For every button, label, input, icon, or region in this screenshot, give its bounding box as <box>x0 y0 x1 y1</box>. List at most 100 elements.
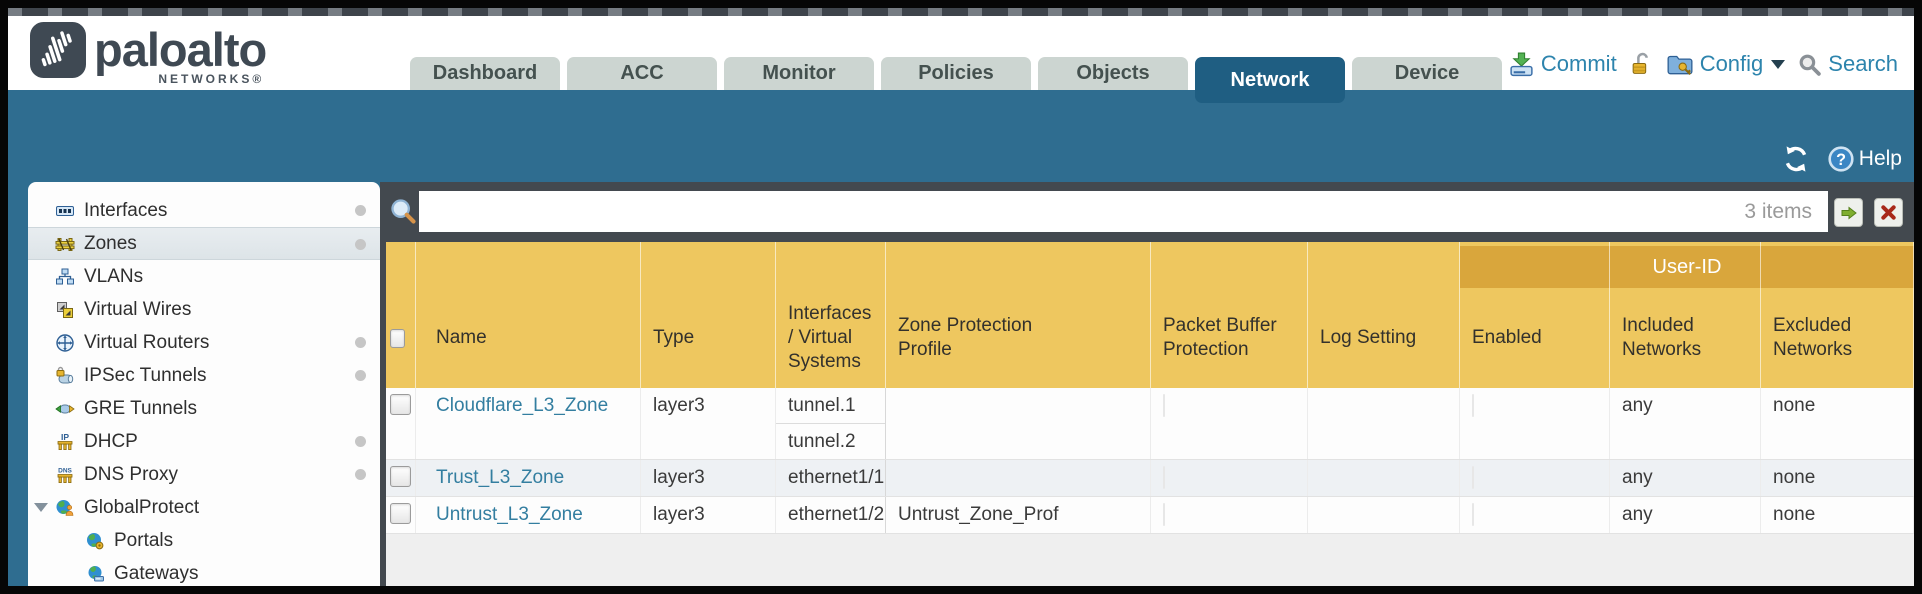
commit-button[interactable]: Commit <box>1508 51 1617 78</box>
column-header-enabled[interactable]: Enabled <box>1460 242 1610 388</box>
row-select-cell <box>386 497 416 533</box>
tab-acc[interactable]: ACC <box>567 57 717 90</box>
interface-item[interactable]: tunnel.1 <box>776 388 885 424</box>
config-label: Config <box>1699 51 1764 76</box>
row-checkbox[interactable] <box>390 503 411 524</box>
sidebar-item-virtual-wires[interactable]: Virtual Wires <box>28 293 380 326</box>
tab-network[interactable]: Network <box>1195 57 1345 103</box>
column-header-included-networks[interactable]: Included Networks <box>1610 242 1761 388</box>
column-header-excluded-networks[interactable]: Excluded Networks <box>1761 242 1914 388</box>
sidebar-item-portals[interactable]: Portals <box>28 524 380 557</box>
zone-name-link[interactable]: Trust_L3_Zone <box>436 467 565 488</box>
user-id-enabled-cell <box>1460 497 1610 533</box>
packet-buffer-checkbox[interactable] <box>1163 466 1165 489</box>
sidebar-item-label: Portals <box>114 529 174 551</box>
sidebar-item-gateways[interactable]: Gateways <box>28 557 380 586</box>
network-sidebar: Interfaces Zones VLANs Virtual Wires Vir… <box>28 182 380 586</box>
user-id-enabled-cell <box>1460 460 1610 496</box>
sidebar-item-label: Interfaces <box>84 199 168 221</box>
config-icon <box>1667 55 1693 75</box>
sidebar-item-label: Virtual Routers <box>84 331 210 353</box>
column-header-interfaces-virtual-systems[interactable]: Interfaces / Virtual Systems <box>776 242 886 388</box>
apply-filter-button[interactable] <box>1834 198 1863 227</box>
unlocked-padlock-icon[interactable] <box>1629 52 1654 77</box>
dhcp-icon: IP <box>55 432 75 452</box>
packet-buffer-checkbox[interactable] <box>1163 503 1165 526</box>
user-id-enabled-checkbox[interactable] <box>1472 394 1474 417</box>
zone-name-link[interactable]: Untrust_L3_Zone <box>436 504 583 525</box>
column-header-packet-buffer-protection[interactable]: Packet Buffer Protection <box>1151 242 1308 388</box>
excluded-networks-cell: none <box>1761 460 1914 496</box>
tab-policies[interactable]: Policies <box>881 57 1031 90</box>
zone-type-cell: layer3 <box>641 497 776 533</box>
search-label: Search <box>1828 51 1898 76</box>
packet-buffer-protection-cell <box>1151 460 1308 496</box>
zone-interfaces-cell: ethernet1/2 <box>776 497 886 533</box>
help-button[interactable]: ? Help <box>1827 145 1902 173</box>
zone-type-cell: layer3 <box>641 388 776 459</box>
sidebar-item-dhcp[interactable]: IP DHCP <box>28 425 380 458</box>
packet-buffer-protection-cell <box>1151 497 1308 533</box>
tab-dashboard[interactable]: Dashboard <box>410 57 560 90</box>
status-dot <box>355 239 366 250</box>
gre-tunnels-icon <box>55 399 75 419</box>
virtual-wires-icon <box>55 300 75 320</box>
zone-protection-profile-cell <box>886 460 1151 496</box>
user-id-enabled-checkbox[interactable] <box>1472 466 1474 489</box>
sidebar-item-vlans[interactable]: VLANs <box>28 260 380 293</box>
config-menu-button[interactable]: Config <box>1666 50 1786 78</box>
virtual-routers-icon <box>55 333 75 353</box>
sidebar-item-gre-tunnels[interactable]: GRE Tunnels <box>28 392 380 425</box>
included-networks-cell: any <box>1610 497 1761 533</box>
filter-bar: 3 items <box>386 182 1914 242</box>
portals-icon <box>85 531 105 551</box>
zones-table-header: User-ID Name Type Interfaces / Virtual S… <box>386 242 1914 388</box>
log-setting-cell <box>1308 460 1460 496</box>
expand-caret-icon[interactable] <box>34 503 48 512</box>
interface-item[interactable]: ethernet1/1 <box>788 467 885 488</box>
row-checkbox[interactable] <box>390 394 411 415</box>
help-label: Help <box>1858 147 1902 170</box>
column-header-name[interactable]: Name <box>416 242 641 388</box>
paloalto-logo-icon <box>30 22 86 78</box>
sidebar-item-dns-proxy[interactable]: DNS DNS Proxy <box>28 458 380 491</box>
select-all-checkbox[interactable] <box>390 328 405 348</box>
included-networks-cell: any <box>1610 388 1761 459</box>
tab-device[interactable]: Device <box>1352 57 1502 90</box>
interface-item[interactable]: tunnel.2 <box>788 431 856 452</box>
svg-text:IP: IP <box>61 432 69 442</box>
interface-item[interactable]: ethernet1/2 <box>788 504 885 525</box>
column-header-log-setting[interactable]: Log Setting <box>1308 242 1460 388</box>
tab-monitor[interactable]: Monitor <box>724 57 874 90</box>
column-header-zone-protection-profile[interactable]: Zone Protection Profile <box>886 242 1151 388</box>
sidebar-item-ipsec-tunnels[interactable]: IPSec Tunnels <box>28 359 380 392</box>
sidebar-item-virtual-routers[interactable]: Virtual Routers <box>28 326 380 359</box>
tab-objects[interactable]: Objects <box>1038 57 1188 90</box>
sidebar-item-label: GlobalProtect <box>84 496 200 518</box>
filter-input[interactable] <box>419 191 1828 232</box>
zone-name-cell: Untrust_L3_Zone <box>416 497 641 533</box>
gateways-icon <box>85 564 105 584</box>
user-id-enabled-cell <box>1460 388 1610 459</box>
table-row-cloudflare-l3-zone: Cloudflare_L3_Zone layer3 tunnel.1 tunne… <box>386 388 1914 460</box>
user-id-group-header: User-ID <box>1460 246 1914 288</box>
sidebar-item-interfaces[interactable]: Interfaces <box>28 194 380 227</box>
column-header-type[interactable]: Type <box>641 242 776 388</box>
refresh-icon[interactable] <box>1781 144 1811 174</box>
row-checkbox[interactable] <box>390 466 411 487</box>
user-id-label: User-ID <box>1652 255 1722 278</box>
sidebar-item-globalprotect[interactable]: GlobalProtect <box>28 491 380 524</box>
search-button[interactable]: Search <box>1797 51 1898 77</box>
sidebar-item-zones[interactable]: Zones <box>28 227 380 260</box>
help-icon: ? <box>1828 146 1854 172</box>
excluded-networks-cell: none <box>1761 497 1914 533</box>
zone-name-link[interactable]: Cloudflare_L3_Zone <box>436 395 609 416</box>
zone-interfaces-cell: tunnel.1 tunnel.2 <box>776 388 886 459</box>
packet-buffer-checkbox[interactable] <box>1163 394 1165 417</box>
sidebar-item-label: DHCP <box>84 430 138 452</box>
user-id-enabled-checkbox[interactable] <box>1472 503 1474 526</box>
filter-search-icon <box>391 199 416 224</box>
table-row-trust-l3-zone: Trust_L3_Zone layer3 ethernet1/1 any non… <box>386 460 1914 497</box>
clear-filter-button[interactable] <box>1874 198 1903 227</box>
